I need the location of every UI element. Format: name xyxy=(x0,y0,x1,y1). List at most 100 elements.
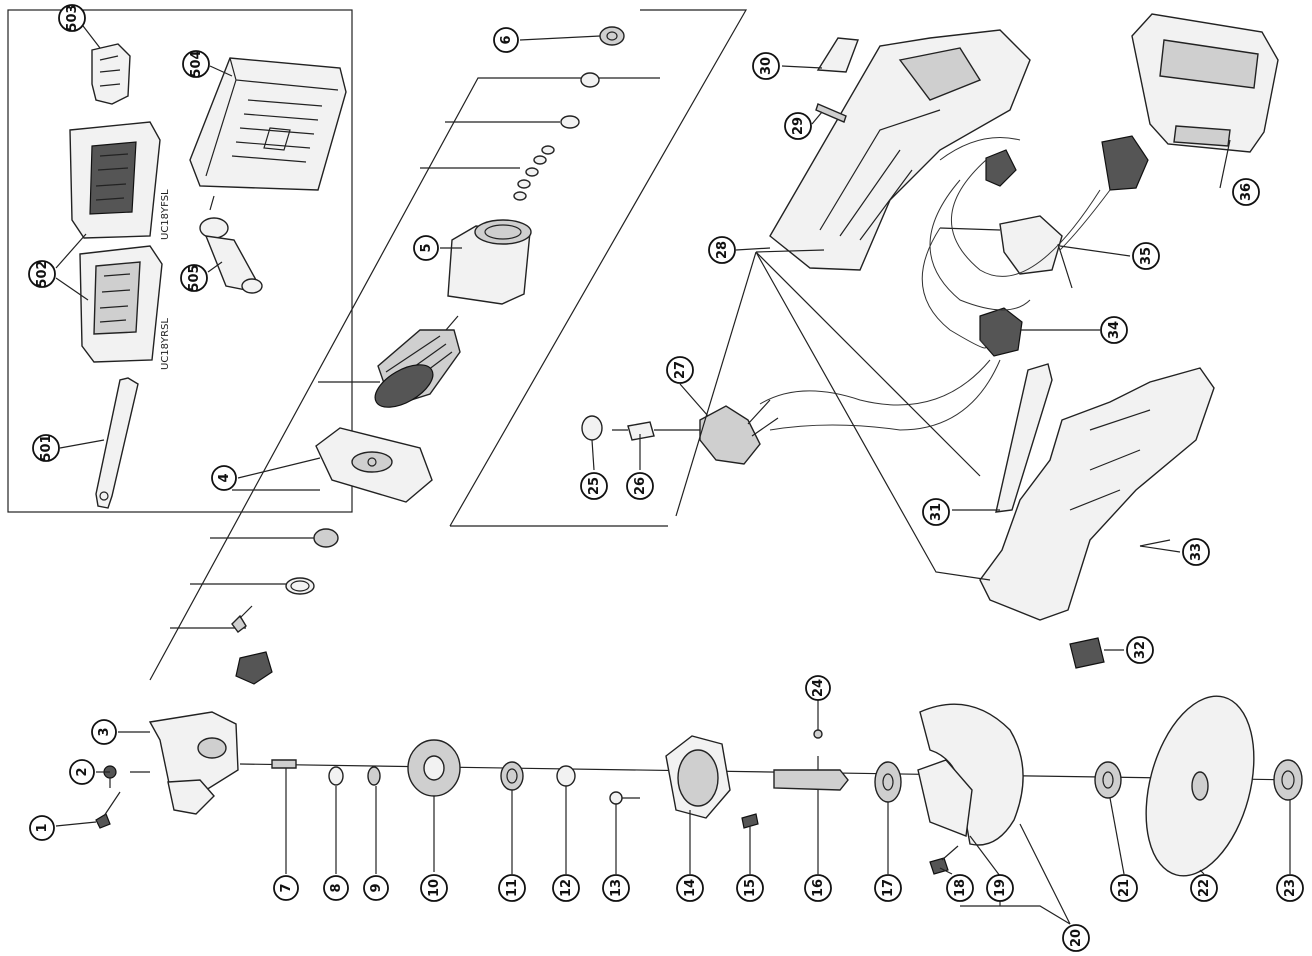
svg-text:24: 24 xyxy=(811,679,826,697)
svg-text:7: 7 xyxy=(279,883,294,892)
callout-28: 28 xyxy=(708,236,736,264)
svg-text:31: 31 xyxy=(929,503,944,521)
svg-text:26: 26 xyxy=(633,477,648,495)
svg-text:32: 32 xyxy=(1133,641,1148,659)
svg-text:503: 503 xyxy=(65,4,80,31)
svg-text:35: 35 xyxy=(1139,247,1154,265)
housing-leader-lines xyxy=(675,249,991,581)
part-27-motor-brush-holder xyxy=(699,399,779,465)
part-24-pin xyxy=(813,729,823,739)
callout-14: 14 xyxy=(676,874,704,902)
small-washers-upper xyxy=(513,72,600,201)
svg-text:505: 505 xyxy=(187,264,202,291)
part-504-carrying-case xyxy=(189,57,347,191)
callout-10: 10 xyxy=(420,874,448,902)
part-25-brush-cap xyxy=(581,415,603,441)
callout-16: 16 xyxy=(804,874,832,902)
part-501-wrench xyxy=(95,377,139,509)
svg-text:1: 1 xyxy=(35,823,50,832)
svg-text:4: 4 xyxy=(217,473,232,482)
part-502-charger-upper xyxy=(69,121,161,239)
callout-11: 11 xyxy=(498,874,526,902)
part-33-name-plate xyxy=(1139,539,1171,547)
part-22-grinding-wheel xyxy=(1145,695,1255,877)
callout-8: 8 xyxy=(323,875,349,901)
svg-text:23: 23 xyxy=(1283,879,1298,897)
callout-5: 5 xyxy=(413,235,439,261)
callout-32: 32 xyxy=(1126,636,1154,664)
part-12-washer xyxy=(556,765,576,787)
callout-27: 27 xyxy=(666,356,694,384)
part-5-stator xyxy=(447,219,532,305)
part-34-switch xyxy=(979,307,1023,357)
callout-26: 26 xyxy=(626,472,654,500)
part-32-label xyxy=(1069,637,1105,669)
callout-29: 29 xyxy=(784,112,812,140)
part-armature xyxy=(374,315,461,408)
svg-text:19: 19 xyxy=(993,879,1008,897)
svg-text:8: 8 xyxy=(329,883,344,892)
part-28-housing-half xyxy=(769,29,1031,271)
part-21-flange xyxy=(1094,761,1122,799)
callout-20: 20 xyxy=(1062,924,1090,952)
svg-text:25: 25 xyxy=(587,477,602,495)
callout-19: 19 xyxy=(986,874,1014,902)
callout-23: 23 xyxy=(1276,874,1304,902)
svg-text:9: 9 xyxy=(369,883,384,892)
part-502-charger-lower xyxy=(79,245,163,363)
part-505-side-handle xyxy=(199,195,263,294)
accessory-box xyxy=(7,9,353,513)
callout-34: 34 xyxy=(1100,316,1128,344)
charger-model-labels: UC18YFSL UC18YRSL xyxy=(160,189,171,370)
svg-text:36: 36 xyxy=(1239,183,1254,201)
part-14-bearing-holder xyxy=(665,735,731,819)
part-7-pin xyxy=(271,759,297,769)
callout-25: 25 xyxy=(580,472,608,500)
svg-text:27: 27 xyxy=(673,361,688,379)
svg-text:10: 10 xyxy=(427,879,442,897)
callout-35: 35 xyxy=(1132,242,1160,270)
callout-502: 502 xyxy=(28,260,56,288)
callout-4: 4 xyxy=(211,465,237,491)
part-23-lock-nut xyxy=(1273,759,1303,801)
callout-2: 2 xyxy=(69,759,95,785)
part-16-spindle xyxy=(773,756,849,791)
svg-text:17: 17 xyxy=(881,879,896,897)
part-29-screw xyxy=(815,103,847,123)
callout-33: 33 xyxy=(1182,538,1210,566)
part-6-bearing xyxy=(599,26,625,46)
part-9-washer xyxy=(367,766,381,786)
callout-3: 3 xyxy=(91,719,117,745)
svg-text:14: 14 xyxy=(683,879,698,897)
svg-text:502: 502 xyxy=(35,260,50,287)
svg-text:13: 13 xyxy=(609,879,624,897)
svg-text:21: 21 xyxy=(1117,879,1132,897)
svg-text:15: 15 xyxy=(743,879,758,897)
svg-text:33: 33 xyxy=(1189,543,1204,561)
part-35-switch-board xyxy=(939,135,1149,289)
svg-text:501: 501 xyxy=(39,434,54,461)
charger-model-lower: UC18YRSL xyxy=(160,318,171,370)
part-36-battery xyxy=(1131,13,1279,153)
callout-501: 501 xyxy=(32,434,60,462)
svg-text:3: 3 xyxy=(97,727,112,736)
part-13-screw xyxy=(609,791,640,805)
callout-21: 21 xyxy=(1110,874,1138,902)
callout-15: 15 xyxy=(736,874,764,902)
svg-text:18: 18 xyxy=(953,879,968,897)
svg-text:12: 12 xyxy=(559,879,574,897)
callout-504: 504 xyxy=(182,50,210,78)
callout-1: 1 xyxy=(29,815,55,841)
callout-505: 505 xyxy=(180,264,208,292)
callout-12: 12 xyxy=(552,874,580,902)
callout-leaders xyxy=(55,21,1291,925)
svg-text:16: 16 xyxy=(811,879,826,897)
svg-text:28: 28 xyxy=(715,241,730,259)
charger-model-upper: UC18YFSL xyxy=(160,189,171,240)
svg-text:20: 20 xyxy=(1069,929,1084,947)
part-30-label xyxy=(816,37,859,73)
svg-text:22: 22 xyxy=(1197,879,1212,897)
callout-6: 6 xyxy=(493,27,519,53)
part-8-ring xyxy=(328,766,344,786)
